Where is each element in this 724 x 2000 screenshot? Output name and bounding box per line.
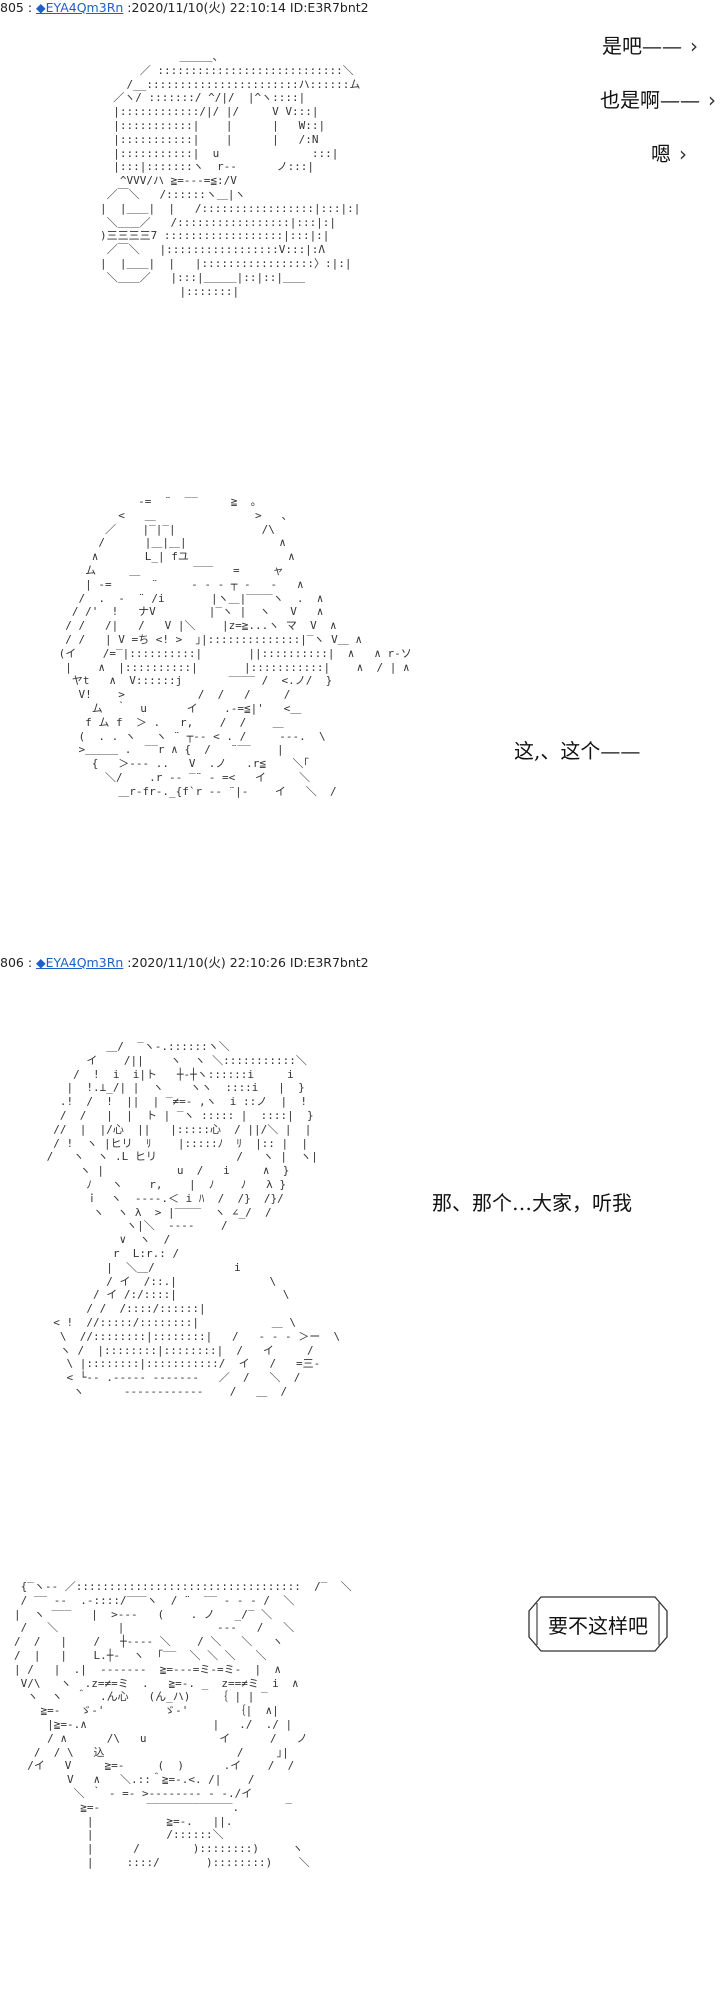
ascii-art-3: ＿/ ‾ヽ-.::::::ヽ＼ イ /|| ヽ ヽ ＼:::::::::::＼ …: [46, 1040, 341, 1398]
dialogue-line-4: 这,、这个——: [514, 739, 641, 763]
speech-bubble-frame: [528, 1596, 668, 1652]
post-number: 806 :: [0, 955, 33, 970]
dialogue-line-5: 那、那个…大家，听我: [432, 1191, 632, 1215]
chevron-right-icon: ›: [679, 142, 687, 166]
ascii-art-4: {‾ヽ‐‐ ／:::::::::::::::::::::::::::::::::…: [14, 1580, 352, 1869]
dialogue-line-3: 嗯›: [651, 142, 687, 166]
post-meta: :2020/11/10(火) 22:10:26 ID:E3R7bnt2: [127, 955, 369, 970]
chevron-right-icon: ›: [690, 34, 698, 58]
trip-diamond-icon: ◆: [36, 955, 46, 970]
post-meta: :2020/11/10(火) 22:10:14 ID:E3R7bnt2: [127, 0, 369, 15]
poster-name-link[interactable]: ◆EYA4Qm3Rn: [36, 955, 123, 970]
poster-name: EYA4Qm3Rn: [45, 0, 124, 15]
chevron-right-icon: ›: [708, 88, 716, 112]
trip-diamond-icon: ◆: [36, 0, 46, 15]
post-number: 805 :: [0, 0, 33, 15]
poster-name: EYA4Qm3Rn: [45, 955, 124, 970]
dialogue-line-1: 是吧——›: [602, 34, 698, 58]
poster-name-link[interactable]: ◆EYA4Qm3Rn: [36, 0, 123, 15]
post-header-806: 806 : ◆EYA4Qm3Rn :2020/11/10(火) 22:10:26…: [0, 955, 369, 971]
ascii-art-1: ＿＿＿、 ／ ::::::::::::::::::::::::::::＼ /__…: [100, 50, 361, 298]
post-header-805: 805 : ◆EYA4Qm3Rn :2020/11/10(火) 22:10:14…: [0, 0, 369, 16]
dialogue-line-2: 也是啊——›: [600, 88, 716, 112]
ascii-art-2: -= ¨ ‾‾ ≧ 。 < ＿ > 、 ／ |‾|‾| /\ / |＿|＿| ∧…: [58, 495, 412, 798]
speech-bubble: 要不这样吧: [527, 1595, 669, 1653]
speech-bubble-text: 要不这样吧: [548, 1613, 648, 1638]
